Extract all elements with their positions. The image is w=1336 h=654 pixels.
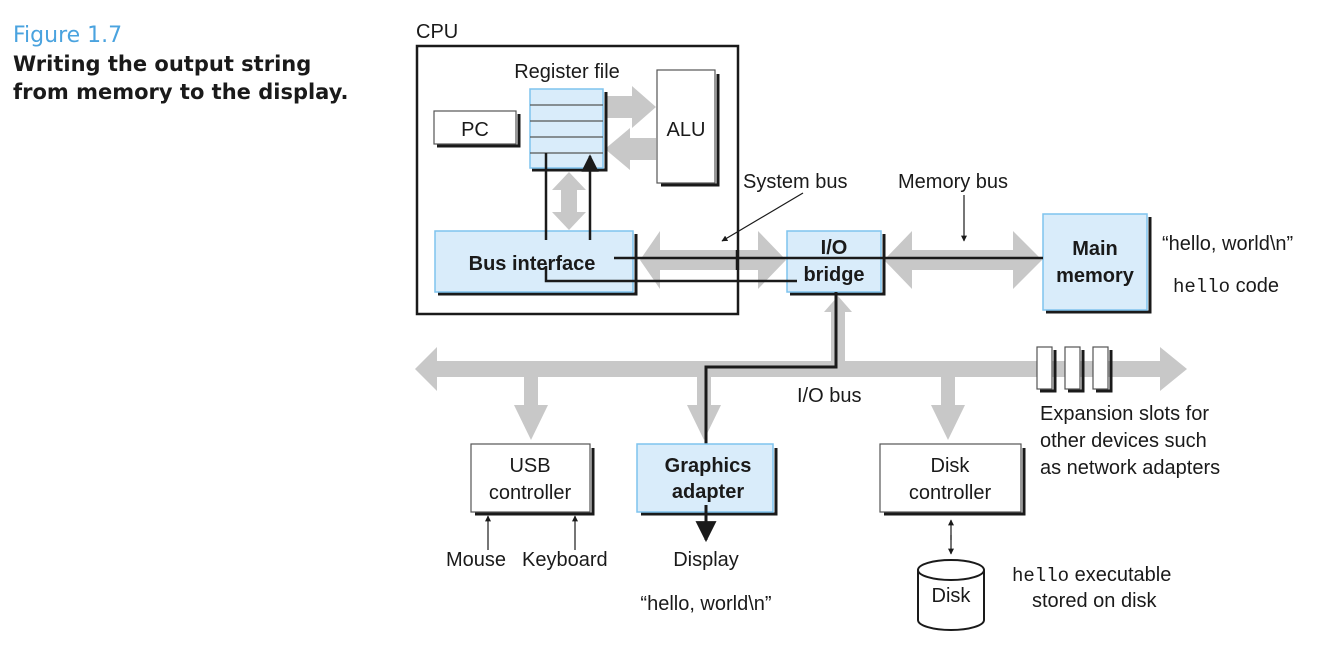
system-bus [640, 231, 786, 289]
memory-code-mono: hello [1173, 276, 1230, 298]
cpu-label: CPU [416, 21, 458, 43]
usb-controller: USB controller [470, 443, 595, 516]
memory-bus [884, 231, 1042, 289]
graphics-adapter: Graphics adapter [636, 443, 778, 516]
pc-label: PC [461, 119, 489, 141]
figure-title: Writing the output string from memory to… [13, 52, 349, 104]
io-bus-to-usb [514, 377, 548, 440]
io-bridge-label-line2: bridge [803, 264, 864, 286]
expansion-label-line2: other devices such [1040, 430, 1207, 452]
disk-contents-mono: hello [1012, 565, 1069, 587]
disk-controller-label-line2: controller [909, 482, 992, 504]
register-file [529, 88, 608, 172]
expansion-slot [1036, 346, 1053, 390]
bus-interface-label: Bus interface [469, 253, 596, 275]
usb-label-line1: USB [509, 455, 550, 477]
expansion-label-line1: Expansion slots for [1040, 403, 1209, 425]
figure-caption: Figure 1.7 Writing the output string fro… [13, 22, 373, 106]
io-bus-to-disk-controller [931, 377, 965, 440]
io-bus [415, 347, 1187, 391]
io-bus-to-graphics [687, 377, 721, 440]
expansion-slot [1092, 346, 1109, 390]
system-bus-pointer [721, 192, 804, 242]
bus-interface: Bus interface [434, 230, 638, 296]
data-path-bus-interface-to-bridge [544, 266, 797, 283]
disk-controller: Disk controller [879, 443, 1026, 516]
alu-label: ALU [667, 119, 706, 141]
disk-contents-line2: stored on disk [1032, 590, 1158, 612]
display-output-string: “hello, world\n” [640, 593, 771, 615]
io-bus-label: I/O bus [797, 385, 861, 407]
io-bridge-label-line1: I/O [821, 237, 848, 259]
gray-buses [415, 86, 1187, 440]
disk-contents-line1: hello executable [1012, 564, 1171, 587]
display-label: Display [673, 549, 739, 571]
pc-register: PC [433, 110, 521, 148]
bridge-io-bus-connector [824, 296, 852, 361]
keyboard-label: Keyboard [522, 549, 608, 571]
regfile-to-alu-arrow [605, 86, 656, 128]
regfile-bus-interface-arrow [552, 172, 586, 230]
io-bridge: I/O bridge [786, 230, 886, 296]
alu-to-regfile-arrow [605, 128, 656, 170]
cpu-box [415, 44, 740, 316]
memory-bus-label: Memory bus [898, 171, 1008, 193]
memory-code-suffix: code [1230, 275, 1279, 297]
usb-label-line2: controller [489, 482, 572, 504]
alu: ALU [656, 69, 720, 187]
expansion-label-line3: as network adapters [1040, 457, 1220, 479]
memory-string-label: “hello, world\n” [1162, 233, 1293, 255]
data-path-bridge-to-graphics [704, 292, 838, 500]
memory-code-label: hello code [1173, 275, 1279, 298]
main-memory-label-line1: Main [1072, 238, 1118, 260]
main-memory: Main memory [1042, 213, 1152, 314]
main-memory-label-line2: memory [1056, 265, 1135, 287]
mouse-label: Mouse [446, 549, 506, 571]
system-bus-label: System bus [743, 171, 847, 193]
disk-contents-suffix: executable [1069, 564, 1171, 586]
disk-label: Disk [932, 585, 972, 607]
register-file-label: Register file [514, 61, 620, 83]
expansion-slots [1036, 346, 1113, 393]
expansion-slot [1064, 346, 1081, 390]
graphics-label-line2: adapter [672, 481, 744, 503]
graphics-label-line1: Graphics [665, 455, 752, 477]
disk-controller-label-line1: Disk [931, 455, 971, 477]
disk-icon: Disk [917, 559, 985, 631]
figure-number: Figure 1.7 [13, 23, 123, 48]
